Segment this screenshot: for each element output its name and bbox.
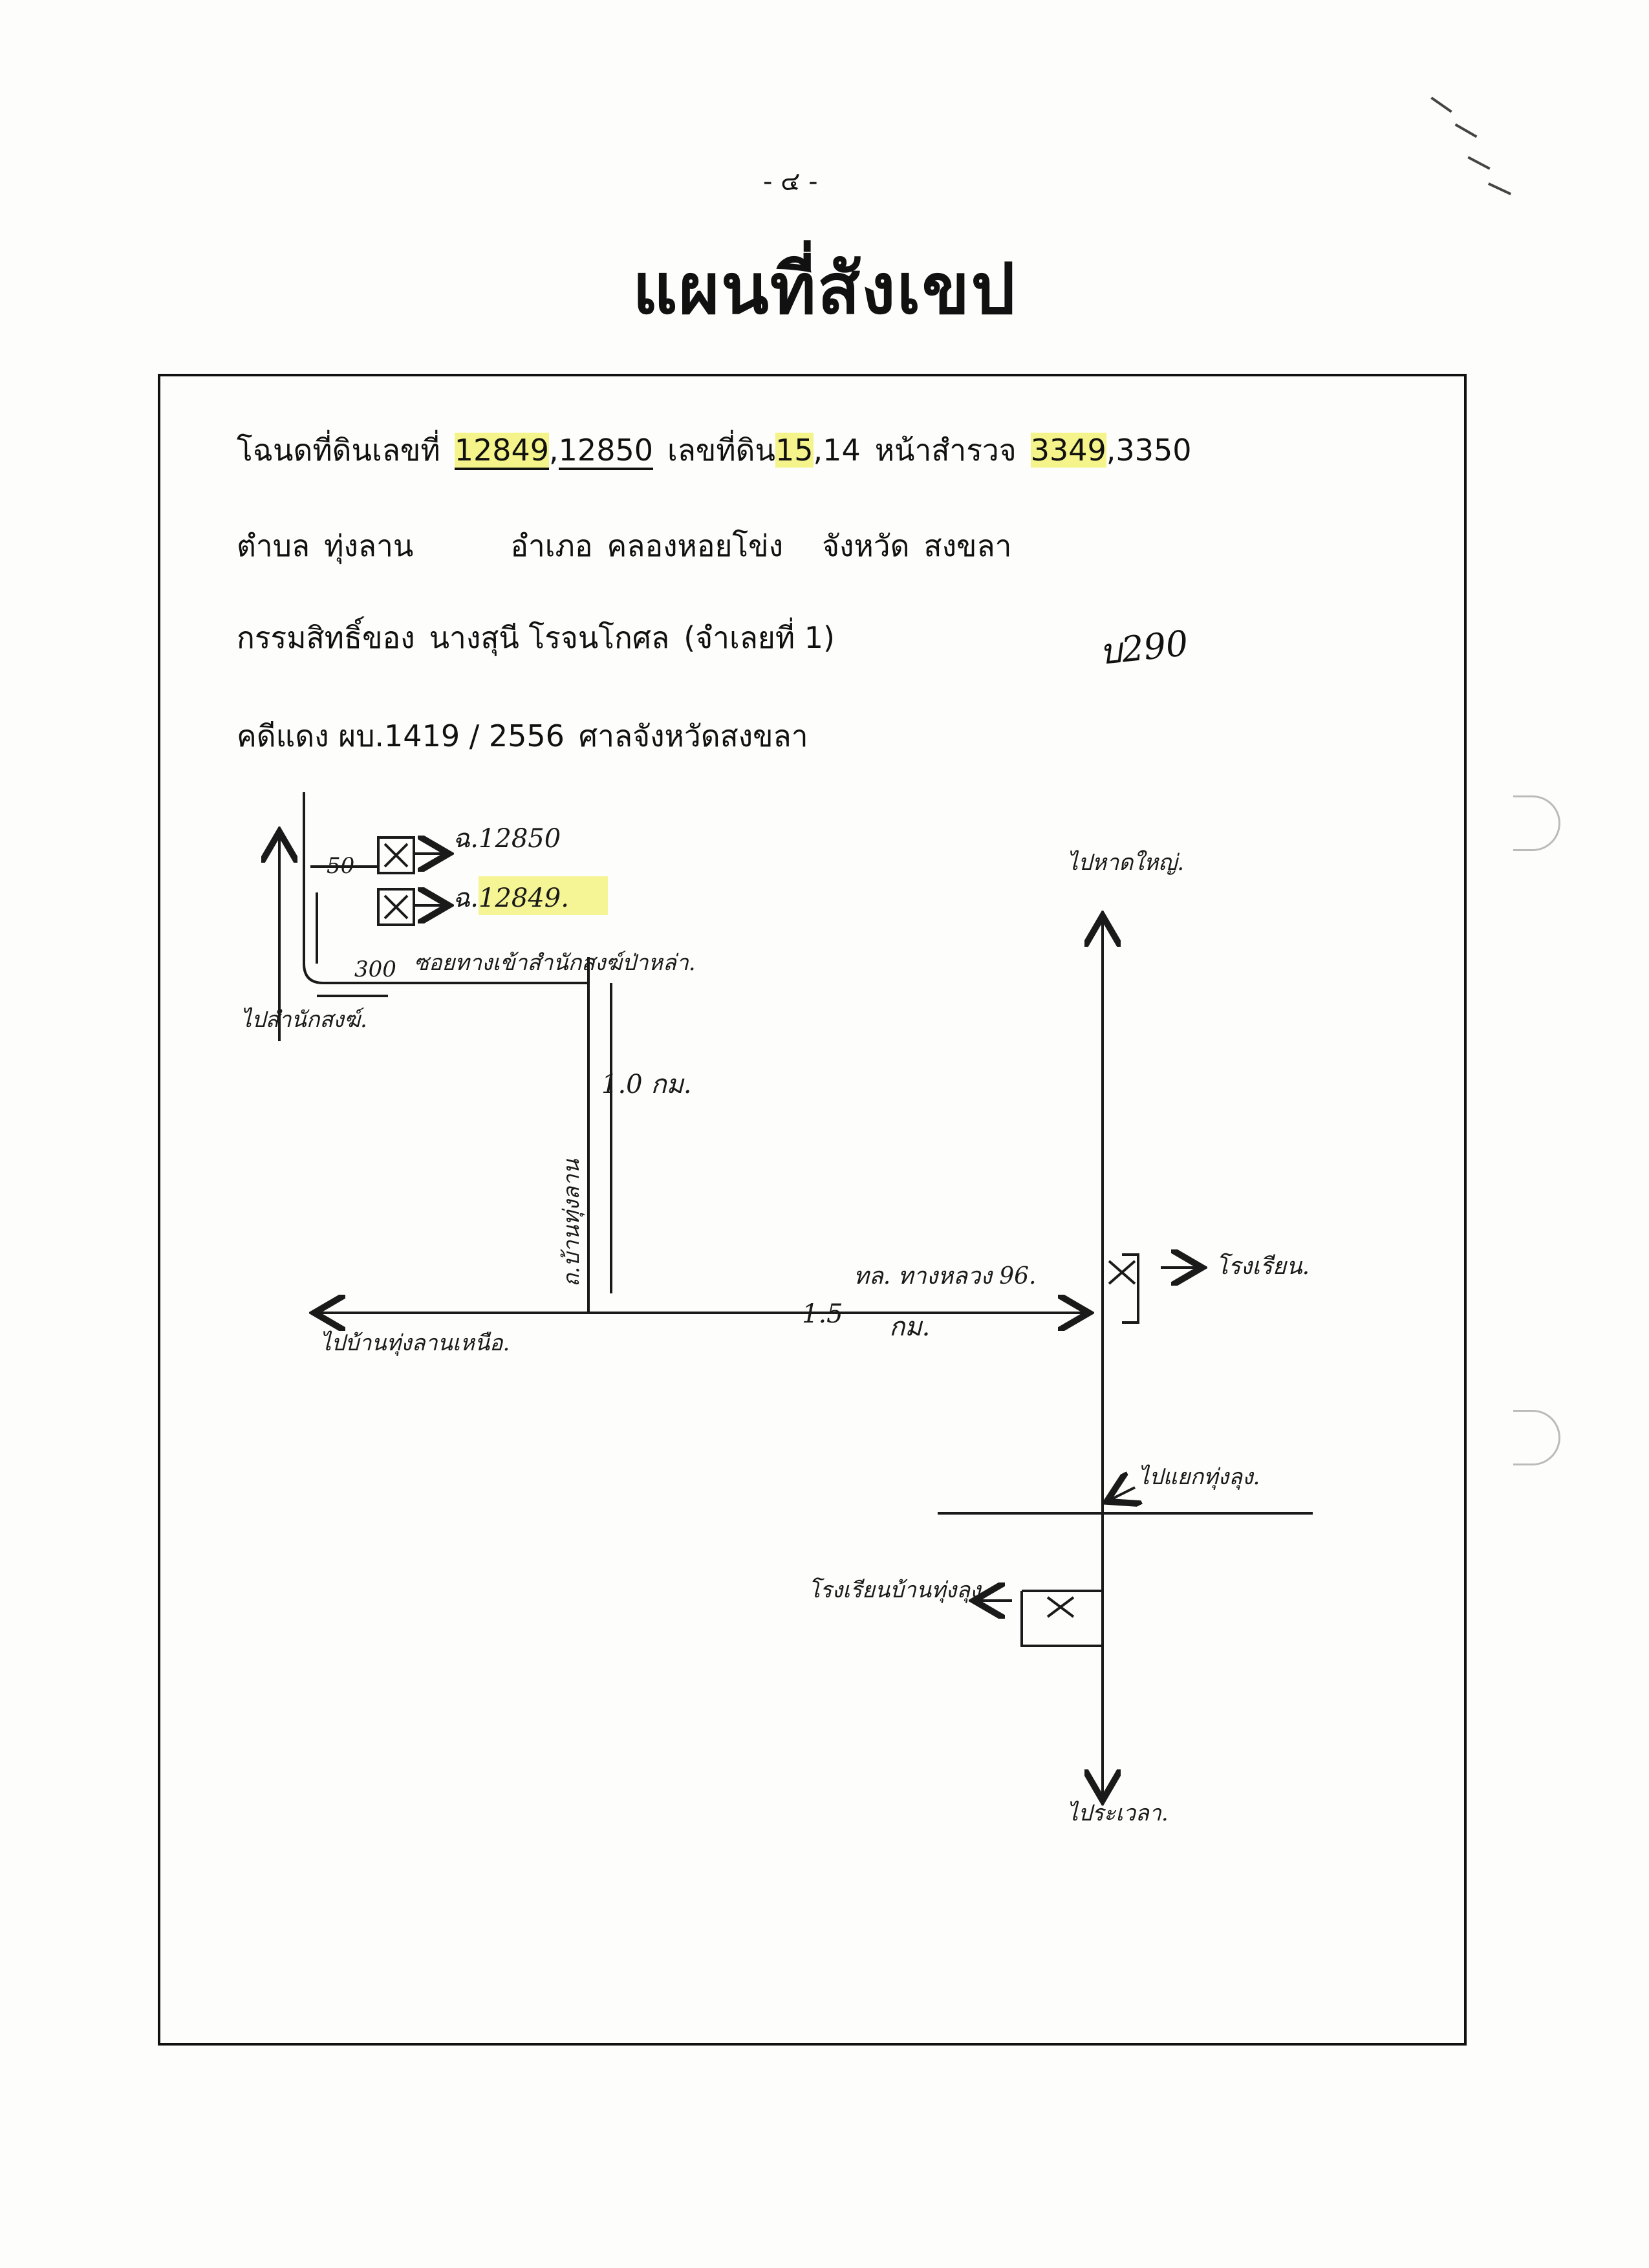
page-number: - ๔ - <box>763 167 818 197</box>
bracket-school <box>1122 1253 1139 1324</box>
owner-name: นางสุนี โรจนโกศล <box>429 620 670 655</box>
survey-label: หน้าสำรวจ <box>874 433 1017 468</box>
plot-12849-highlight <box>479 876 608 915</box>
punch-hole <box>1513 1410 1560 1465</box>
school-label: โรงเรียน. <box>1216 1253 1310 1280</box>
amphoe-value: คลองหอยโข่ง <box>607 528 784 563</box>
punch-hole <box>1513 795 1560 851</box>
vertical-road-label: ถ.บ้านทุ่งลาน <box>559 1159 585 1287</box>
plot-12849-mark <box>383 894 409 920</box>
soi-road-label: ซอยทางเข้าสำนักสงฆ์ป่าหล่า. <box>414 950 696 976</box>
to-south-label: ไประเวลา. <box>1067 1800 1169 1826</box>
temple-label: โรงเรียนบ้านทุ่งลุง. <box>808 1577 987 1603</box>
document-title: แผนที่สังเขป <box>632 249 1017 330</box>
plot-12850-label: ฉ.12850 <box>453 824 561 854</box>
tambon-label: ตำบล <box>237 528 310 563</box>
court-name: ศาลจังหวัดสงขลา <box>578 718 808 753</box>
school-mark <box>1108 1260 1136 1285</box>
deed-number-2: 12850 <box>558 433 653 470</box>
plot-12849-box <box>377 888 415 926</box>
deed-number-1: 12849 <box>454 433 550 470</box>
dist-1-5-label: 1.5 <box>802 1299 843 1329</box>
case-line: คดีแดง ผบ.1419 / 2556 ศาลจังหวัดสงขลา <box>237 713 808 760</box>
land-no-label: เลขที่ดิน <box>667 433 775 468</box>
dist-1-km-label: 1.0 กม. <box>601 1070 692 1099</box>
province-label: จังหวัด <box>822 528 910 563</box>
road-soi <box>303 792 588 984</box>
province-value: สงขลา <box>923 528 1012 563</box>
temple-plot <box>1020 1590 1103 1647</box>
location-line: ตำบล ทุ่งลาน อำเภอ คลองหอยโข่ง จังหวัด สงขลา <box>237 523 1012 570</box>
tambon-value: ทุ่งลาน <box>324 528 414 563</box>
case-label: คดีแดง ผบ. <box>237 718 385 753</box>
to-junction-label: ไปแยกทุ่งลุง. <box>1138 1464 1260 1490</box>
map-frame <box>158 374 1467 2046</box>
to-temple-west-label: ไปสำนักสงฆ์. <box>241 1007 367 1033</box>
plot-12850-box <box>377 836 415 874</box>
survey-2: 3350 <box>1116 433 1192 468</box>
plot-12849-label: ฉ.12849. <box>453 883 569 913</box>
to-north-village-label: ไปบ้านทุ่งลานเหนือ. <box>320 1330 510 1356</box>
owner-line: กรรมสิทธิ์ของ นางสุนี โรจนโกศล (จำเลยที่ 1… <box>237 614 835 662</box>
case-number: 1419 / 2556 <box>384 718 565 753</box>
km-unit-label: กม. <box>889 1312 930 1342</box>
land-no-1: 15 <box>775 433 814 468</box>
arrow-to-junction <box>1109 1487 1135 1500</box>
plot-12850-mark <box>383 843 409 868</box>
to-hatyai-label: ไปหาดใหญ่. <box>1067 850 1184 876</box>
land-no-2: 14 <box>823 433 861 468</box>
owner-note: (จำเลยที่ 1) <box>684 620 835 655</box>
deed-label: โฉนดที่ดินเลขที่ <box>237 433 440 468</box>
owner-label: กรรมสิทธิ์ของ <box>237 620 415 655</box>
highway-label: ทล. ทางหลวง 96. <box>854 1263 1036 1290</box>
survey-1: 3349 <box>1030 433 1106 468</box>
dist-50-label: 50 <box>327 853 354 879</box>
dist-300-label: 300 <box>354 956 396 982</box>
amphoe-label: อำเภอ <box>510 528 593 563</box>
temple-mark <box>1046 1596 1075 1618</box>
